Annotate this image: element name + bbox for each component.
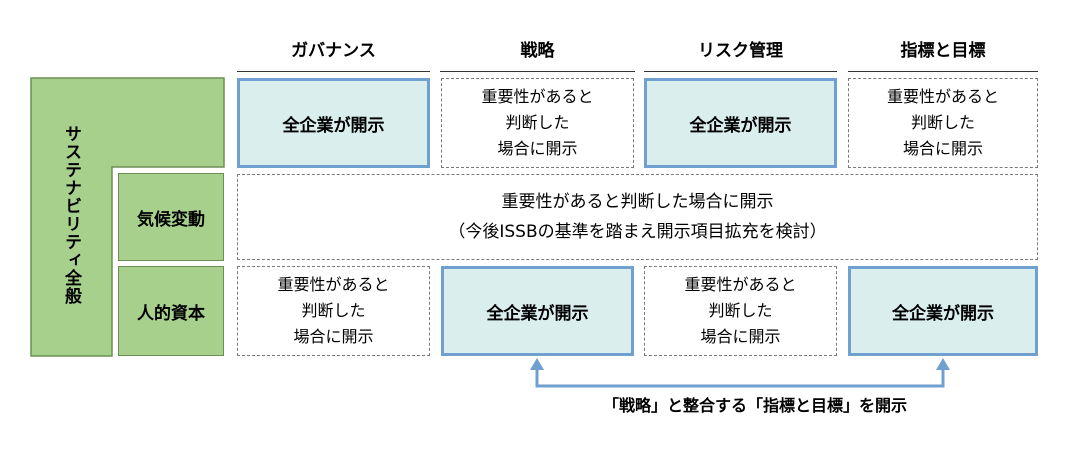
- cell-text-line: 判断した: [708, 301, 773, 320]
- cell-human-capital-strategy: 全企業が開示: [441, 266, 634, 356]
- cell-human-capital-governance: 重要性があると 判断した 場合に開示: [237, 266, 430, 356]
- cell-text-line: 重要性があると: [277, 275, 390, 294]
- cell-overall-strategy: 重要性があると 判断した 場合に開示: [441, 78, 634, 168]
- cell-text-line: 判断した: [301, 301, 366, 320]
- cell-text-line: 場合に開示: [700, 327, 781, 346]
- column-header-metrics-targets: 指標と目標: [848, 38, 1038, 72]
- column-header-governance: ガバナンス: [237, 38, 430, 72]
- cell-text-line: 重要性があると: [684, 275, 797, 294]
- column-header-strategy: 戦略: [440, 38, 635, 72]
- cell-overall-risk-management: 全企業が開示: [644, 78, 837, 168]
- cell-climate-change-span: 重要性があると判断した場合に開示 （今後ISSBの基準を踏まえ開示項目拡充を検討…: [237, 174, 1038, 260]
- column-header-risk-management: リスク管理: [644, 38, 837, 72]
- cell-text-line: 重要性があると判断した場合に開示: [501, 192, 774, 212]
- annotation-caption: 「戦略」と整合する「指標と目標」を開示: [602, 396, 907, 415]
- cell-overall-governance: 全企業が開示: [237, 78, 430, 168]
- row-header-human-capital: 人的資本: [118, 266, 224, 356]
- cell-text-line: 重要性があると: [886, 87, 999, 106]
- cell-text: 全企業が開示: [282, 115, 385, 136]
- cell-text-line: 場合に開示: [497, 139, 578, 158]
- cell-text-line: 重要性があると: [481, 87, 594, 106]
- cell-text: 全企業が開示: [689, 115, 792, 136]
- cell-text: 全企業が開示: [486, 303, 589, 324]
- cell-human-capital-risk-management: 重要性があると 判断した 場合に開示: [644, 266, 837, 356]
- cell-text-line: 判断した: [505, 113, 570, 132]
- cell-text-line: 場合に開示: [902, 139, 983, 158]
- cell-text-line: 判断した: [910, 113, 975, 132]
- cell-text-line: （今後ISSBの基準を踏まえ開示項目拡充を検討）: [448, 222, 827, 242]
- cell-human-capital-metrics-targets: 全企業が開示: [848, 266, 1038, 356]
- cell-text-line: 場合に開示: [293, 327, 374, 346]
- cell-text: 全企業が開示: [892, 303, 994, 324]
- cell-overall-metrics-targets: 重要性があると 判断した 場合に開示: [848, 78, 1038, 168]
- row-header-sustainability-overall: サステナビリティ全般: [61, 125, 81, 305]
- row-header-climate-change: 気候変動: [118, 173, 224, 261]
